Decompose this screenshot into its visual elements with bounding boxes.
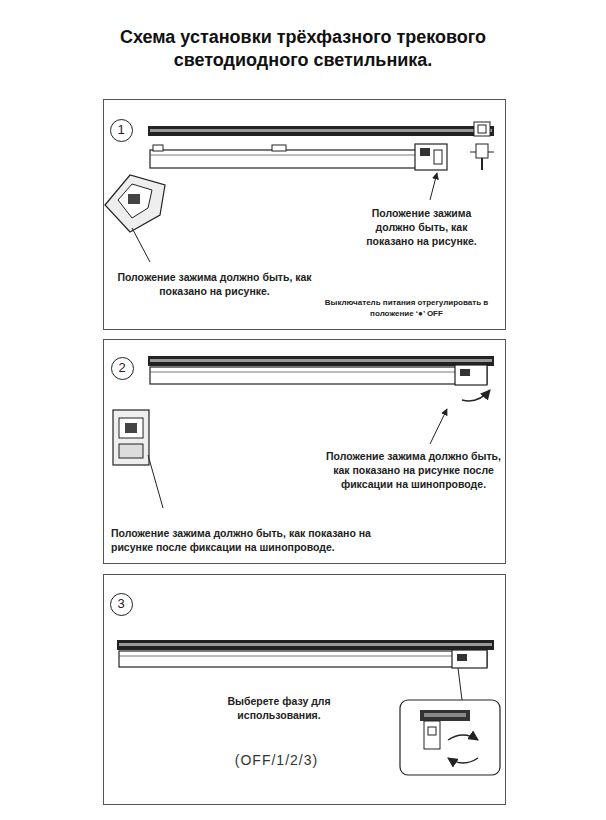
step-number: 2: [111, 357, 134, 380]
callout-number: 1: [111, 120, 131, 140]
instruction-note: Положение зажима должно быть, как показа…: [326, 449, 501, 492]
step-one-figure: [105, 122, 494, 262]
instruction-note: Выберете фазу для использования.: [204, 694, 354, 722]
diagram-title: Схема установки трёхфазного трекового св…: [83, 26, 523, 73]
instruction-note: Положение зажима должно быть, как показа…: [111, 526, 411, 554]
instruction-note: Положение зажима должно быть, как показа…: [112, 270, 317, 298]
step-panel: Положение зажима должно быть, как показа…: [103, 99, 506, 330]
callout-number: 3: [111, 594, 131, 614]
instruction-note: (OFF/1/2/3): [214, 751, 339, 770]
step-number: 1: [110, 119, 133, 142]
callout-number: 2: [112, 358, 132, 378]
step-panel: Положение зажима должно быть, как показа…: [103, 339, 506, 564]
step-panel: Выберете фазу для использования. (OFF/1/2…: [103, 574, 506, 805]
instruction-note: Выключатель питания отрегулировать в пол…: [309, 298, 504, 320]
instruction-note: Положение зажима должно быть, как показа…: [359, 206, 484, 249]
step-number: 3: [110, 593, 133, 616]
step-three-figure: [117, 640, 500, 775]
